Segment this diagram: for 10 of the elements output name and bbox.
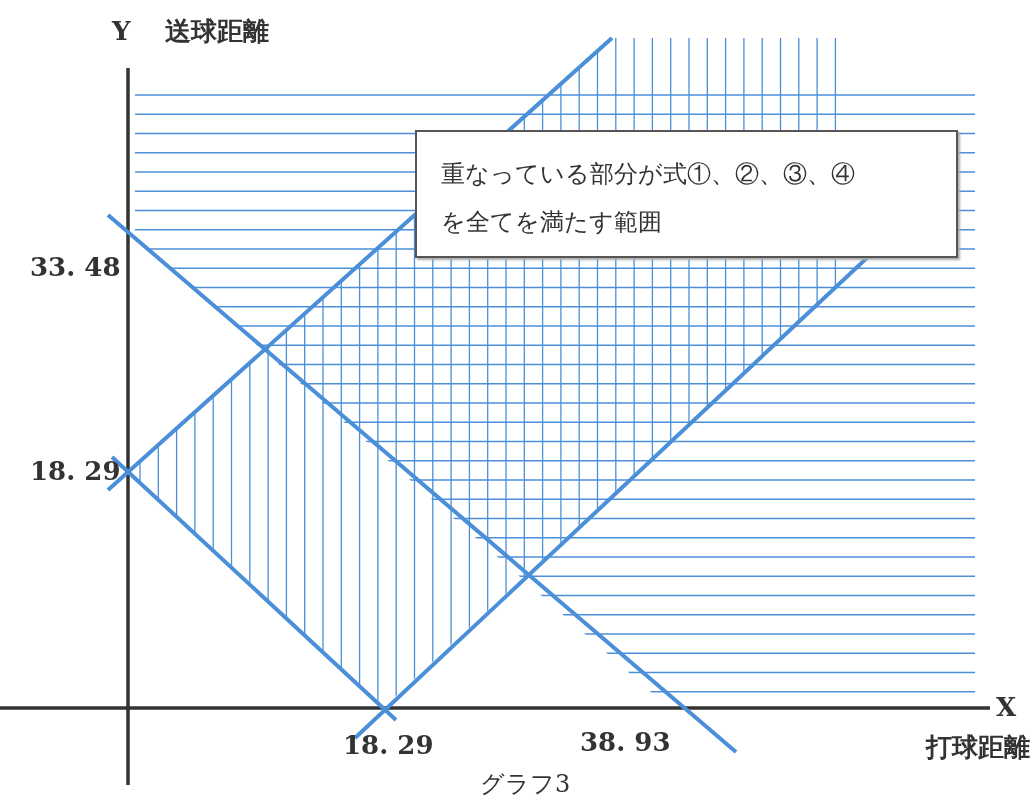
axis-label: Y: [112, 18, 131, 44]
axis-title: 送球距離: [165, 18, 269, 44]
caption: グラフ3: [480, 772, 571, 796]
tick-label: 18. 29: [343, 732, 434, 758]
tick-label: 33. 48: [30, 254, 121, 280]
tick-label: 18. 29: [30, 458, 121, 484]
axis-label: X: [996, 694, 1017, 720]
tick-label: 38. 93: [580, 729, 671, 755]
callout-box: 重なっている部分が式①、②、③、④を全てを満たす範囲: [415, 130, 958, 258]
axis-title: 打球距離: [926, 734, 1030, 760]
